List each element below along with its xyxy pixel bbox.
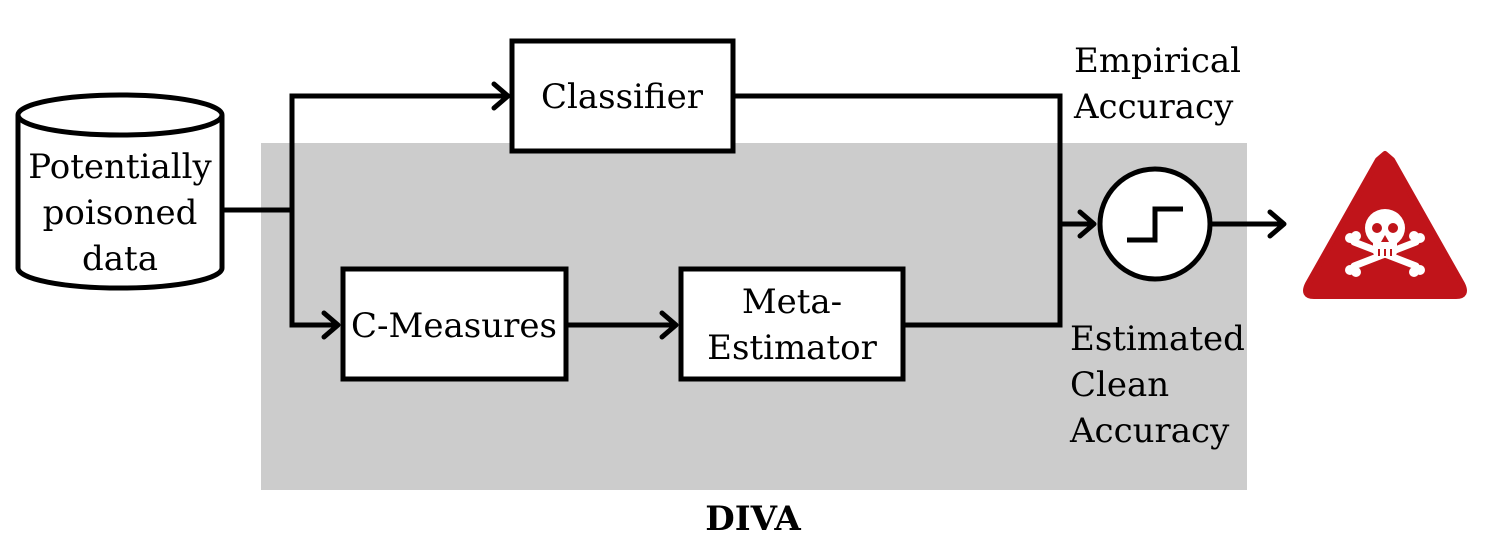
empirical-accuracy-label-2: Accuracy [1073,87,1234,127]
meta-estimator-box: Meta- Estimator [678,266,906,382]
comparator-step-icon [1097,166,1213,282]
arrowhead-comparator [1077,209,1097,239]
classifier-label: Classifier [541,77,704,117]
wire-meta-to-comparator [903,224,1063,328]
estimated-clean-accuracy-label-3: Accuracy [1069,411,1230,451]
estimated-clean-accuracy-label-1: Estimated [1070,319,1245,359]
meta-estimator-label-2: Estimator [707,328,877,368]
c-measures-box: C-Measures [340,266,569,382]
wire-classifier-to-comparator [733,93,1094,227]
wire-split-to-cmeasures [289,210,338,328]
skull-crossbones-warning-icon [1303,151,1467,299]
arrowhead-output [1267,209,1287,239]
empirical-accuracy-label-1: Empirical [1074,41,1241,81]
data-source-label-2: poisoned [43,193,198,233]
data-source-cylinder: Potentially poisoned data [15,92,225,291]
data-source-label-1: Potentially [28,147,212,187]
arrowhead-meta-estimator [659,310,679,340]
estimated-clean-accuracy-label-2: Clean [1070,365,1169,405]
classifier-box: Classifier [509,38,736,154]
data-source-label-3: data [82,239,158,279]
c-measures-label: C-Measures [351,306,557,346]
meta-estimator-label-1: Meta- [742,282,842,322]
arrowhead-classifier [491,81,511,111]
arrowhead-cmeasures [321,310,341,340]
diva-label: DIVA [705,499,801,539]
